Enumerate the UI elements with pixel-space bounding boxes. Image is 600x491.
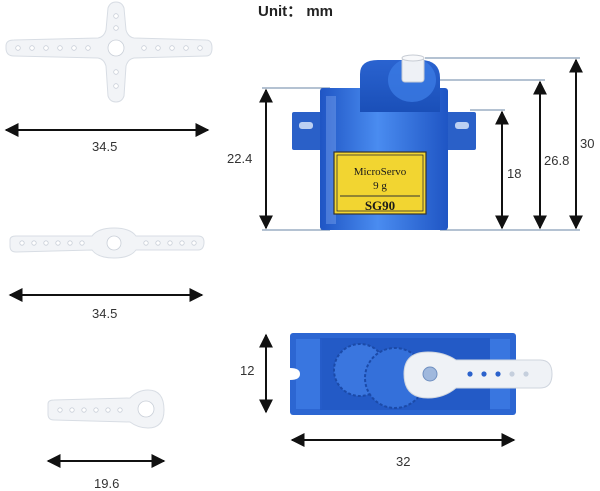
single-horn [47,389,165,429]
total-height-label: 30 [580,136,594,151]
top-height-label: 26.8 [544,153,569,168]
plate-line-model: MicroServo [354,166,407,178]
cross-horn [5,1,213,103]
cross-horn-width-label: 34.5 [92,139,117,154]
mount-height-label: 18 [507,166,521,181]
left-mount-ear [292,112,322,150]
plate-line-weight: 9 g [373,180,387,192]
unit-label: Unit： mm [258,3,333,20]
body-height-label: 22.4 [227,151,252,166]
servo-top-view [290,333,553,415]
plate-line-name: SG90 [365,198,395,213]
right-mount-ear [446,112,476,150]
double-horn [9,227,205,259]
servo-label-plate [333,151,427,215]
servo-front-view: MicroServo 9 g SG90 [262,54,580,231]
top-depth-label: 12 [240,363,254,378]
single-horn-width-label: 19.6 [94,476,119,491]
top-width-label: 32 [396,454,410,469]
double-horn-width-label: 34.5 [92,306,117,321]
